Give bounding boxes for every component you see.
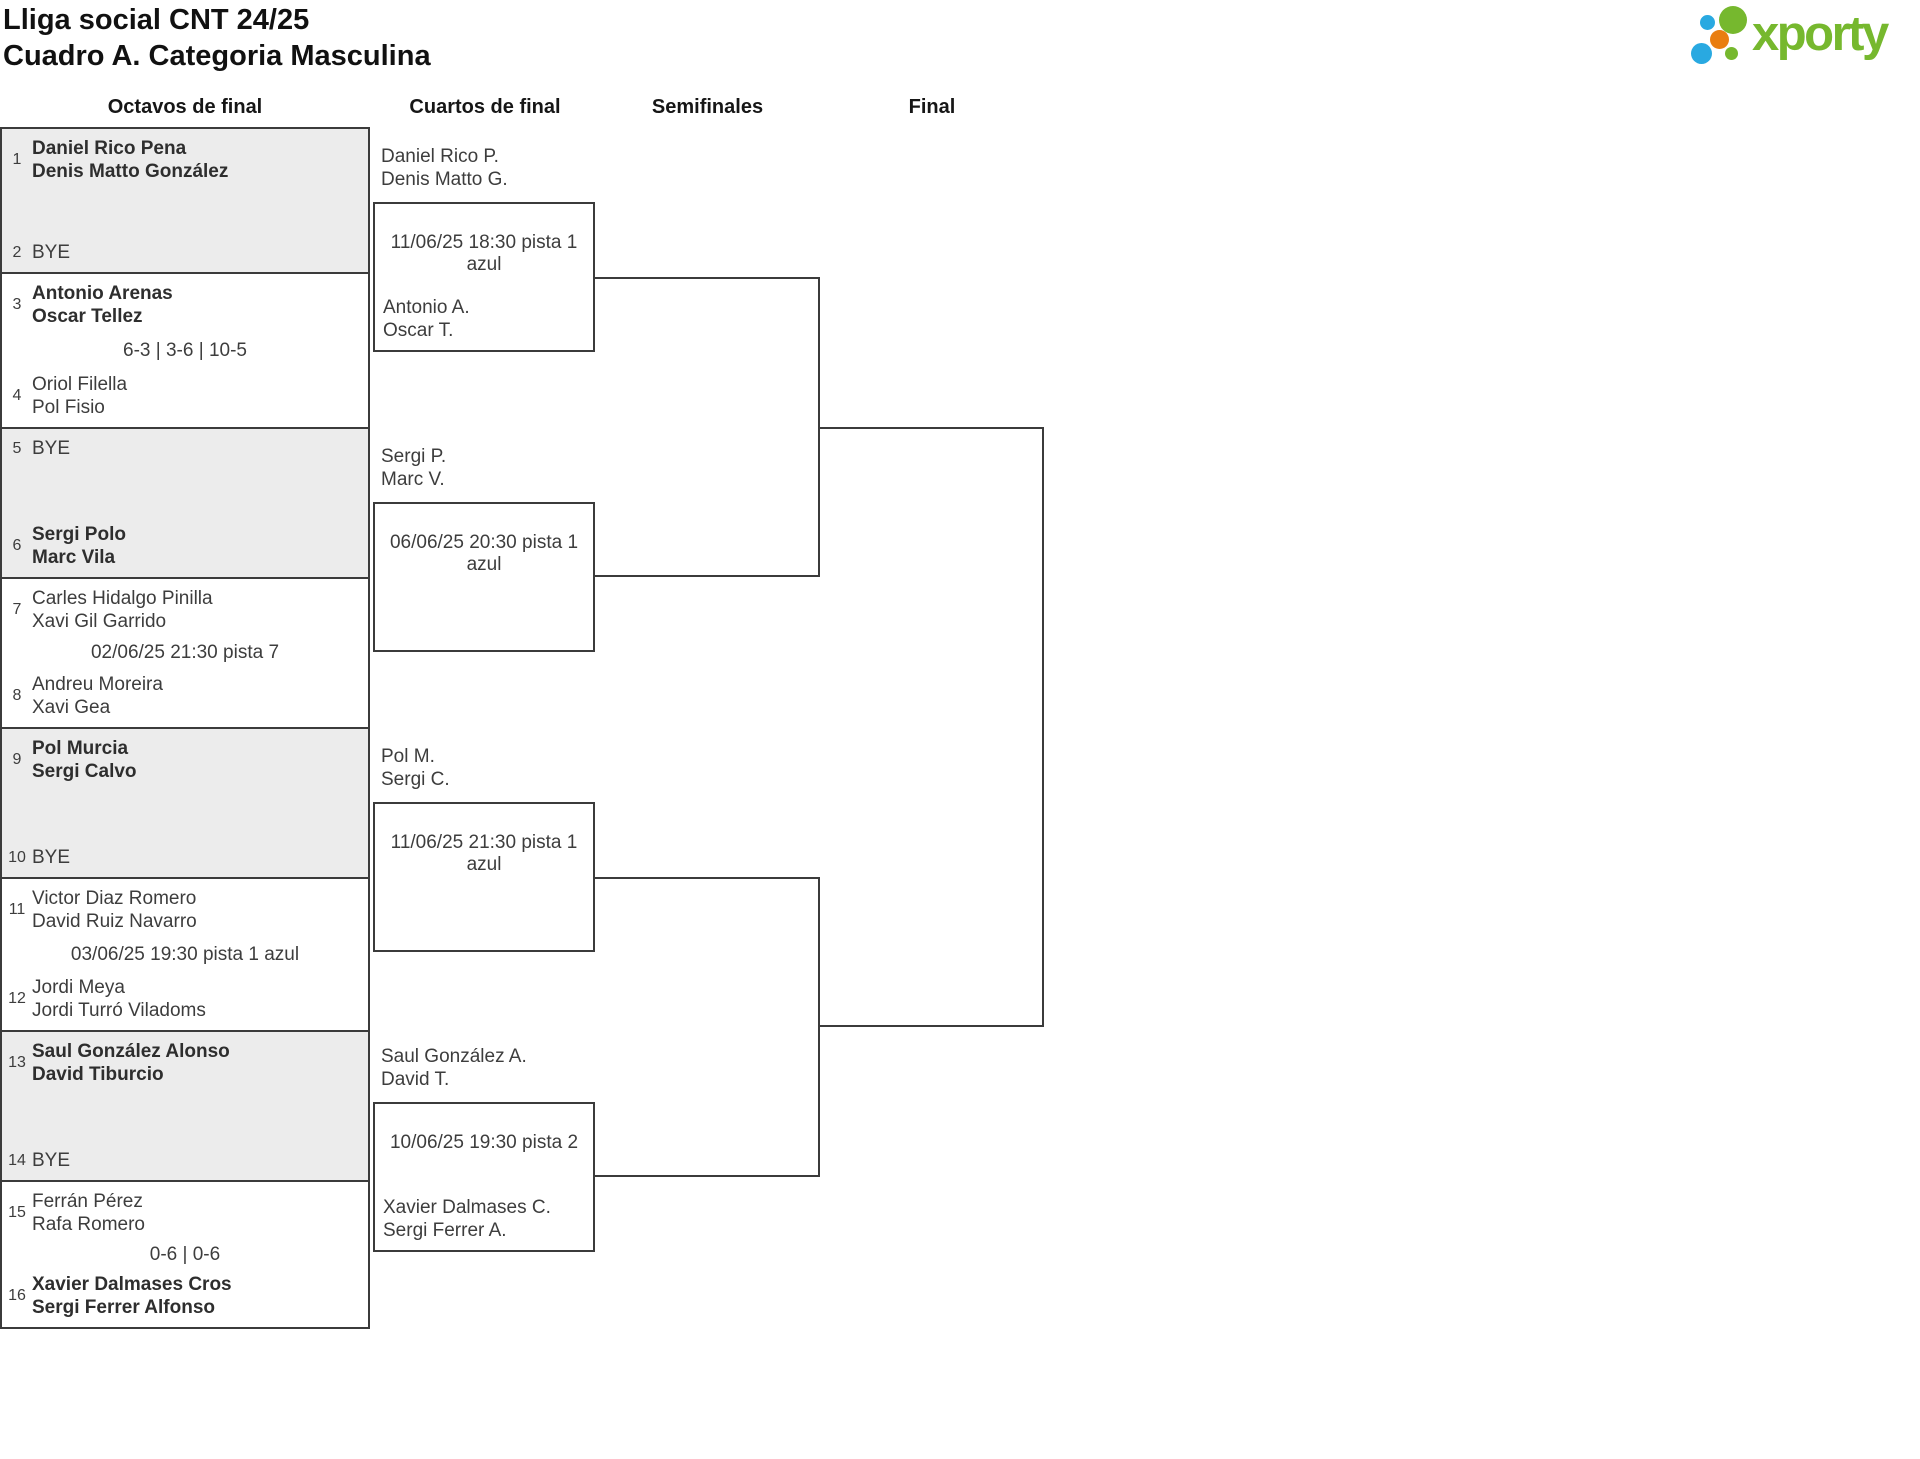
team-names: Oriol Filella Pol Fisio — [32, 374, 128, 418]
seed-number: 12 — [8, 990, 26, 1007]
cuartos-match-3: 11/06/25 21:30 pista 1 azul — [373, 802, 595, 952]
logo-dot-green-small — [1725, 47, 1738, 60]
team-slot: 14 BYE — [8, 1149, 362, 1172]
team-names: Jordi Meya Jordi Turró Viladoms — [32, 977, 206, 1021]
team-slot: 7 Carles Hidalgo Pinilla Xavi Gil Garrid… — [8, 587, 362, 633]
team-slot: 13 Saul González Alonso David Tiburcio — [8, 1040, 362, 1086]
seed-number: 14 — [8, 1151, 26, 1169]
cuartos-match-1: 11/06/25 18:30 pista 1 azul Antonio A. O… — [373, 202, 595, 352]
octavos-match-4: 7 Carles Hidalgo Pinilla Xavi Gil Garrid… — [0, 577, 370, 729]
team-names: BYE — [32, 1150, 71, 1171]
tournament-name: Lliga social CNT 24/25 — [3, 4, 310, 36]
round-header-octavos: Octavos de final — [107, 96, 263, 118]
seed-number: 1 — [12, 151, 22, 168]
octavos-match-2: 3 Antonio Arenas Oscar Tellez 6-3 | 3-6 … — [0, 272, 370, 429]
seed-number: 9 — [12, 751, 22, 768]
match-score: 0-6 | 0-6 — [149, 1243, 221, 1265]
page-title: Lliga social CNT 24/25 Cuadro A. Categor… — [3, 2, 431, 74]
team-slot: 1 Daniel Rico Pena Denis Matto González — [8, 137, 362, 183]
team-slot: 15 Ferrán Pérez Rafa Romero — [8, 1190, 362, 1236]
team-slot: 8 Andreu Moreira Xavi Gea — [8, 673, 362, 719]
match-schedule: 10/06/25 19:30 pista 2 — [389, 1132, 579, 1153]
team-slot: 6 Sergi Polo Marc Vila — [8, 523, 362, 569]
team-slot: 2 BYE — [8, 241, 362, 264]
team-slot: 11 Victor Diaz Romero David Ruiz Navarro — [8, 887, 362, 933]
seed-number: 15 — [8, 1204, 26, 1221]
seed-number: 11 — [8, 901, 26, 918]
cuartos-team-top-1: Daniel Rico P. Denis Matto G. — [381, 146, 508, 190]
xporty-logo[interactable]: xporty — [1688, 2, 1918, 72]
team-names: BYE — [32, 438, 71, 459]
round-header-final: Final — [908, 96, 956, 118]
team-names: Sergi Polo Marc Vila — [32, 524, 126, 568]
team-names: Saul González Alonso David Tiburcio — [32, 1041, 230, 1085]
seed-number: 8 — [12, 687, 22, 704]
team-slot: 10 BYE — [8, 846, 362, 869]
seed-number: 13 — [8, 1054, 26, 1071]
match-schedule: 02/06/25 21:30 pista 7 — [90, 642, 280, 663]
team-names: Carles Hidalgo Pinilla Xavi Gil Garrido — [32, 588, 213, 632]
final-connector — [820, 427, 1044, 1027]
octavos-match-1: 1 Daniel Rico Pena Denis Matto González … — [0, 127, 370, 274]
logo-dot-green-large — [1719, 6, 1747, 34]
round-header-semifinales: Semifinales — [651, 96, 764, 118]
octavos-match-3: 5 BYE 6 Sergi Polo Marc Vila — [0, 427, 370, 579]
semifinal-connector-2 — [595, 877, 820, 1177]
cuartos-team-top-2: Sergi P. Marc V. — [381, 446, 447, 490]
round-header-cuartos: Cuartos de final — [409, 96, 561, 118]
octavos-match-5: 9 Pol Murcia Sergi Calvo 10 BYE — [0, 727, 370, 879]
team-slot: 12 Jordi Meya Jordi Turró Viladoms — [8, 976, 362, 1022]
team-slot: 5 BYE — [8, 437, 362, 460]
seed-number: 3 — [12, 296, 22, 313]
seed-number: 10 — [8, 848, 26, 866]
logo-dot-orange — [1710, 30, 1729, 49]
team-names: Ferrán Pérez Rafa Romero — [32, 1191, 145, 1235]
seed-number: 4 — [12, 387, 22, 404]
team-names: BYE — [32, 242, 71, 263]
team-slot: 3 Antonio Arenas Oscar Tellez — [8, 282, 362, 328]
cuartos-team-bottom-1: Antonio A. Oscar T. — [383, 297, 470, 341]
seed-number: 7 — [12, 601, 22, 618]
match-score: 6-3 | 3-6 | 10-5 — [123, 339, 247, 361]
team-slot: 16 Xavier Dalmases Cros Sergi Ferrer Alf… — [8, 1273, 362, 1319]
match-schedule: 03/06/25 19:30 pista 1 azul — [70, 943, 300, 965]
seed-number: 16 — [8, 1287, 26, 1304]
octavos-match-7: 13 Saul González Alonso David Tiburcio 1… — [0, 1030, 370, 1182]
logo-dot-blue-small — [1700, 15, 1715, 30]
team-names: Daniel Rico Pena Denis Matto González — [32, 138, 229, 182]
match-schedule: 11/06/25 18:30 pista 1 azul — [390, 232, 578, 275]
team-names: Pol Murcia Sergi Calvo — [32, 738, 137, 782]
seed-number: 2 — [12, 243, 22, 261]
octavos-match-8: 15 Ferrán Pérez Rafa Romero 0-6 | 0-6 16… — [0, 1180, 370, 1329]
seed-number: 5 — [12, 439, 22, 457]
octavos-match-6: 11 Victor Diaz Romero David Ruiz Navarro… — [0, 877, 370, 1032]
team-names: Victor Diaz Romero David Ruiz Navarro — [32, 888, 197, 932]
match-schedule: 06/06/25 20:30 pista 1 azul — [389, 532, 579, 575]
cuartos-match-4: 10/06/25 19:30 pista 2 Xavier Dalmases C… — [373, 1102, 595, 1252]
team-slot: 9 Pol Murcia Sergi Calvo — [8, 737, 362, 783]
match-schedule: 11/06/25 21:30 pista 1 azul — [390, 832, 578, 875]
logo-dot-blue-medium — [1691, 43, 1712, 64]
cuartos-match-2: 06/06/25 20:30 pista 1 azul — [373, 502, 595, 652]
team-slot: 4 Oriol Filella Pol Fisio — [8, 373, 362, 419]
seed-number: 6 — [12, 537, 22, 554]
cuartos-team-top-4: Saul González A. David T. — [381, 1046, 527, 1090]
bracket-subtitle: Cuadro A. Categoria Masculina — [3, 40, 431, 72]
semifinal-connector-1 — [595, 277, 820, 577]
team-names: Antonio Arenas Oscar Tellez — [32, 283, 173, 327]
cuartos-team-top-3: Pol M. Sergi C. — [381, 746, 450, 790]
team-names: BYE — [32, 847, 71, 868]
team-names: Andreu Moreira Xavi Gea — [32, 674, 163, 718]
cuartos-team-bottom-4: Xavier Dalmases C. Sergi Ferrer A. — [383, 1197, 551, 1241]
logo-wordmark: xporty — [1752, 7, 1889, 61]
team-names: Xavier Dalmases Cros Sergi Ferrer Alfons… — [32, 1274, 232, 1318]
